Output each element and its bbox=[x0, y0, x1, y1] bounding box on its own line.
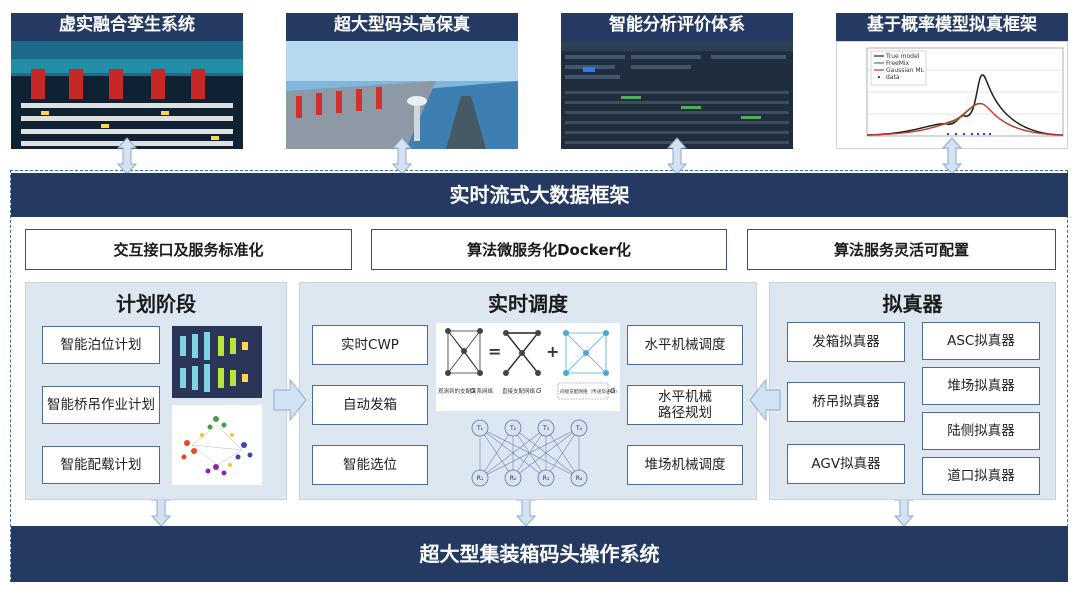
network-layers-illustration bbox=[180, 332, 248, 392]
plan-item-stowage: 智能配载计划 bbox=[42, 446, 160, 484]
graph-label-direct: 直接支配网络 bbox=[502, 387, 536, 395]
true-model-line bbox=[866, 74, 1064, 136]
node-r3: R₃ bbox=[543, 475, 550, 482]
legend-gaussian: Gaussian ML bbox=[886, 67, 925, 74]
panel-analysis-title: 智能分析评价体系 bbox=[561, 13, 793, 41]
bipartite-illustration: T₁ T₂ T₃ T₄ R₁ R₂ R₃ R₄ bbox=[471, 419, 588, 487]
node-t3: T₃ bbox=[542, 425, 550, 432]
legend-true-model: True model bbox=[885, 53, 920, 60]
standard-config-box: 算法服务灵活可配置 bbox=[747, 229, 1056, 270]
graph-label-observed: 观测到的支配关系网络 bbox=[438, 387, 494, 395]
sim-item-dispatch: 发箱拟真器 bbox=[787, 322, 905, 362]
realtime-stage-title: 实时调度 bbox=[488, 292, 568, 316]
panel-probability-title: 基于概率模型拟真框架 bbox=[836, 13, 1068, 41]
density-plot: True model FreeMix Gaussian ML data bbox=[866, 47, 1064, 137]
high-fidelity-image bbox=[286, 41, 518, 149]
graph-illustration: = + 观测到的支配关系网络 G 直接支配网络 G 间接支配网络（传递及递归） … bbox=[438, 328, 620, 400]
graph-label-indirect: 间接支配网络（传递及递归） bbox=[560, 388, 620, 395]
sim-item-landside: 陆侧拟真器 bbox=[922, 412, 1040, 450]
sim-item-yard: 堆场拟真器 bbox=[922, 367, 1040, 405]
realtime-item-dispatch: 自动发箱 bbox=[312, 385, 428, 425]
dashboard-illustration bbox=[561, 41, 793, 149]
sim-item-asc: ASC拟真器 bbox=[922, 322, 1040, 360]
node-r4: R₄ bbox=[576, 475, 583, 482]
bipartite-network: T₁ T₂ T₃ T₄ R₁ R₂ R₃ R₄ bbox=[460, 416, 600, 490]
node-t2: T₂ bbox=[509, 425, 517, 432]
graph-decomposition: = + 观测到的支配关系网络 G 直接支配网络 G 间接支配网络（传递及递归） … bbox=[436, 323, 620, 411]
plan-stage-title: 计划阶段 bbox=[116, 292, 196, 316]
sim-item-crane: 桥吊拟真器 bbox=[787, 382, 905, 422]
realtime-item-yard-dispatch: 堆场机械调度 bbox=[627, 445, 743, 485]
realtime-item-horizontal-dispatch: 水平机械调度 bbox=[627, 325, 743, 365]
sim-item-agv: AGV拟真器 bbox=[787, 444, 905, 484]
node-t4: T₄ bbox=[575, 425, 583, 432]
node-r1: R₁ bbox=[477, 475, 484, 482]
analysis-dashboard-image bbox=[561, 41, 793, 149]
node-r2: R₂ bbox=[510, 475, 517, 482]
graph-symbol-direct: G bbox=[536, 387, 542, 395]
framework-band: 实时流式大数据框架 bbox=[11, 173, 1068, 217]
realtime-item-path-planning: 水平机械路径规划 bbox=[627, 385, 743, 425]
plan-item-crane: 智能桥吊作业计划 bbox=[42, 386, 160, 424]
standard-interface-box: 交互接口及服务标准化 bbox=[25, 229, 352, 270]
gaussian-line bbox=[866, 102, 1064, 136]
realtime-item-slot: 智能选位 bbox=[312, 445, 428, 485]
port-aerial-illustration bbox=[286, 41, 518, 149]
panel-twin-system-title: 虚实融合孪生系统 bbox=[11, 13, 243, 41]
node-t1: T₁ bbox=[476, 425, 484, 432]
plan-item-berth: 智能泊位计划 bbox=[42, 326, 160, 364]
svg-text:+: + bbox=[546, 342, 559, 361]
legend-data: data bbox=[886, 74, 900, 81]
graph-symbol-indirect: G bbox=[610, 387, 616, 395]
sim-item-gate: 道口拟真器 bbox=[922, 457, 1040, 495]
graph-symbol-observed: G bbox=[470, 387, 476, 395]
legend-freemix: FreeMix bbox=[886, 60, 910, 67]
cluster-graph-image bbox=[172, 405, 262, 485]
realtime-item-cwp: 实时CWP bbox=[312, 325, 428, 365]
simulator-stage-title: 拟真器 bbox=[882, 292, 943, 316]
terminal-operating-system-band: 超大型集装箱码头操作系统 bbox=[11, 526, 1068, 582]
svg-text:=: = bbox=[488, 342, 501, 361]
arrow-plan-to-realtime bbox=[273, 378, 307, 422]
cluster-illustration bbox=[181, 416, 253, 476]
probability-chart: True model FreeMix Gaussian ML data bbox=[836, 41, 1068, 149]
arrow-simulator-to-realtime bbox=[749, 378, 781, 422]
neural-network-image bbox=[172, 326, 262, 398]
standard-docker-box: 算法微服务化Docker化 bbox=[371, 229, 727, 270]
panel-high-fidelity-title: 超大型码头高保真 bbox=[286, 13, 518, 41]
